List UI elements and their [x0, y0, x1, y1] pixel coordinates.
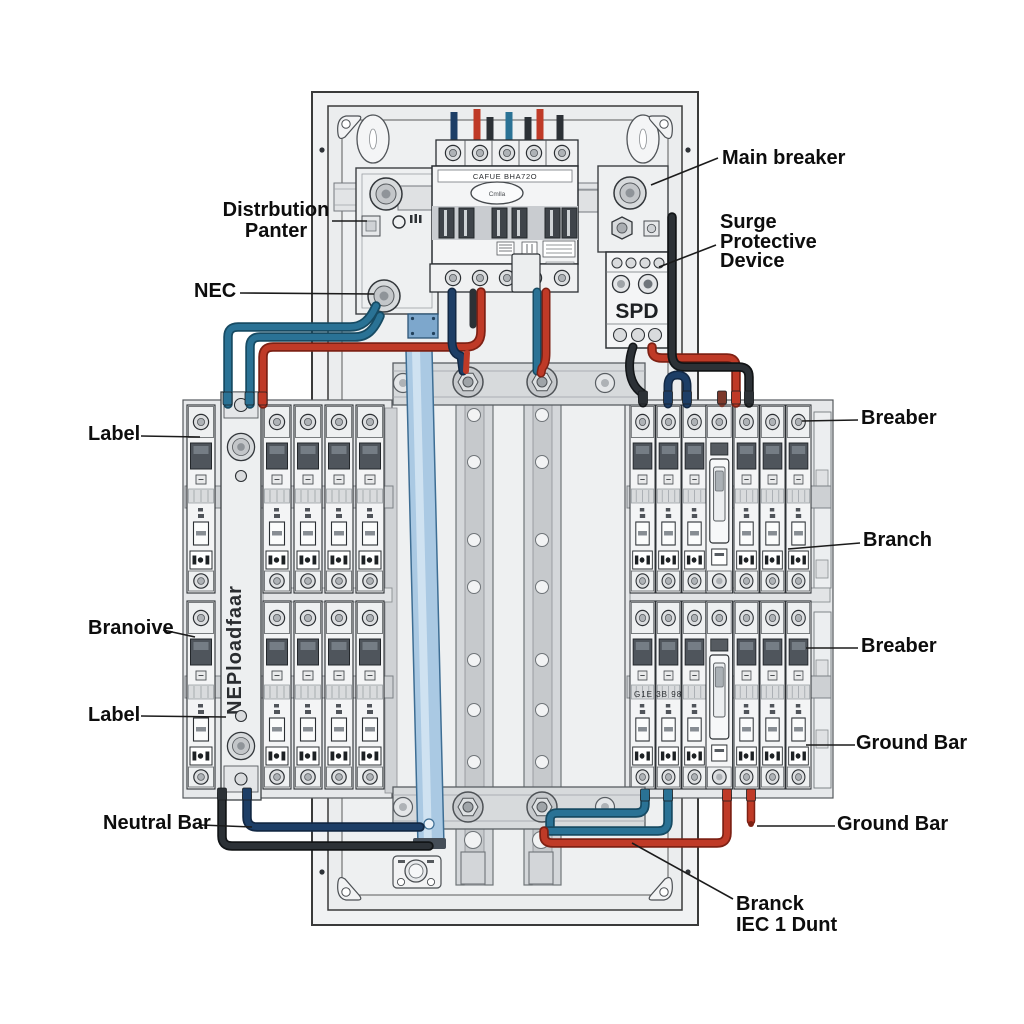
- wire-sleeves: [217, 390, 756, 802]
- neutral-strip: NEPloadfaar: [220, 391, 262, 801]
- label-branch-right: Branch: [863, 529, 932, 551]
- label-breaker-top-right: Breaber: [861, 407, 937, 429]
- label-branch-left: Branoive: [88, 617, 174, 639]
- label-branch-iec: Branck IEC 1 Dunt: [736, 893, 838, 936]
- leader-label-lower: [140, 715, 227, 718]
- left-lug-assembly: [355, 167, 439, 315]
- wiring: [217, 212, 756, 851]
- spd-module: SPD: [605, 251, 669, 349]
- ground-wire-tip: [748, 821, 754, 827]
- label-surge-protective-device: Surge Protective Device: [720, 211, 817, 272]
- right-lug-assembly: [575, 165, 669, 253]
- main-breaker-marking: CAFUE BHA72O: [473, 172, 537, 181]
- label-upper-left: Label: [88, 423, 141, 445]
- label-nec: NEC: [194, 280, 237, 302]
- label-ground-bar-lower: Ground Bar: [837, 813, 949, 835]
- din-rails: [455, 402, 562, 886]
- terminal-block-blue: [407, 313, 439, 339]
- leader-nec: [239, 292, 375, 295]
- label-ground-bar-upper: Ground Bar: [856, 732, 968, 754]
- bottom-knockout-plate: [392, 855, 442, 889]
- leader-branch-right: [787, 542, 861, 550]
- label-breaker-bottom-right: Breaber: [861, 635, 937, 657]
- main-breaker-logo: Cmlla: [489, 191, 506, 198]
- label-main-breaker: Main breaker: [722, 147, 846, 169]
- leader-branch-iec: [631, 842, 734, 900]
- leader-lines: [140, 157, 861, 900]
- spd-text: SPD: [615, 300, 658, 323]
- right-bank-marking: G1E 3B 98: [634, 690, 682, 699]
- left-breaker-bank: NEPloadfaar: [182, 391, 398, 801]
- top-bus-bar: [392, 362, 646, 406]
- leader-main-breaker: [650, 157, 719, 186]
- main-breaker: CAFUE BHA72O Cmlla: [429, 139, 579, 293]
- leader-branoive: [162, 629, 196, 638]
- neutral-strip-marking: NEPloadfaar: [224, 585, 246, 715]
- leader-breaker-top: [801, 419, 859, 422]
- leader-spd: [658, 244, 717, 268]
- label-lower-left: Label: [88, 704, 141, 726]
- right-breaker-bank: G1E 3B 98: [624, 399, 834, 799]
- leader-label-upper: [140, 435, 201, 438]
- leader-neutral-bar: [200, 824, 253, 828]
- label-distribution-panel: Distrbution Panter: [222, 199, 330, 242]
- label-neutral-bar: Neutral Bar: [103, 812, 211, 834]
